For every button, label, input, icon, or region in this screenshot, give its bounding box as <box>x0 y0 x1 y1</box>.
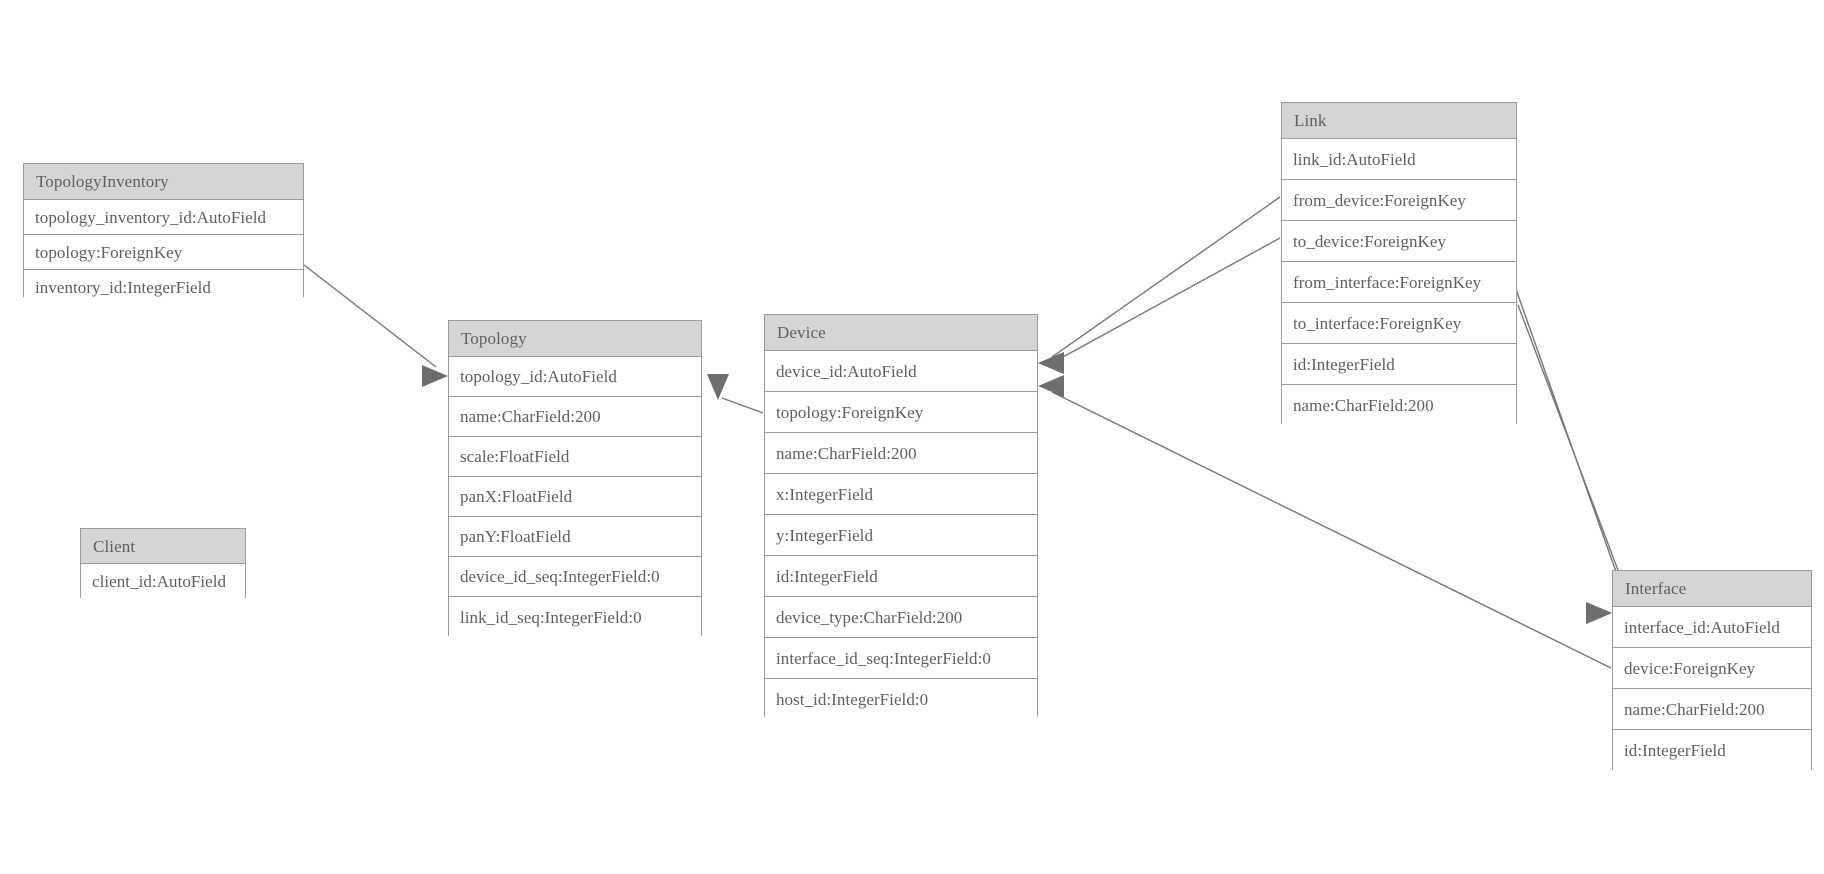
field-row: topology:ForeignKey <box>24 235 303 270</box>
relationship-line-topologyinventory-topology <box>303 264 437 368</box>
entity-title-client: Client <box>81 529 245 564</box>
relationship-arrow-link-from-interface <box>1586 602 1612 624</box>
field-row: y:IntegerField <box>765 515 1037 556</box>
relationship-line-interface-device <box>1051 391 1612 669</box>
field-row: device_id:AutoField <box>765 351 1037 392</box>
field-row: link_id:AutoField <box>1282 139 1516 180</box>
field-row: name:CharField:200 <box>765 433 1037 474</box>
field-row: from_device:ForeignKey <box>1282 180 1516 221</box>
field-row: to_device:ForeignKey <box>1282 221 1516 262</box>
field-row: device_type:CharField:200 <box>765 597 1037 638</box>
relationship-arrow-link-to-interface <box>1586 602 1612 624</box>
field-row: panY:FloatField <box>449 517 701 557</box>
field-row: inventory_id:IntegerField <box>24 270 303 305</box>
field-row: id:IntegerField <box>1613 730 1811 771</box>
field-row: topology_id:AutoField <box>449 357 701 397</box>
relationship-arrow-link-to-device <box>1038 352 1064 374</box>
entity-title-interface: Interface <box>1613 571 1811 607</box>
field-row: to_interface:ForeignKey <box>1282 303 1516 344</box>
relationship-line-link-to-interface <box>1517 304 1631 603</box>
field-row: panX:FloatField <box>449 477 701 517</box>
field-row: name:CharField:200 <box>1613 689 1811 730</box>
field-row: interface_id:AutoField <box>1613 607 1811 648</box>
entity-title-link: Link <box>1282 103 1516 139</box>
field-row: scale:FloatField <box>449 437 701 477</box>
relationship-arrow-link-from-device <box>1038 352 1064 374</box>
field-row: id:IntegerField <box>765 556 1037 597</box>
relationship-arrow-interface-device <box>1038 375 1064 397</box>
field-row: interface_id_seq:IntegerField:0 <box>765 638 1037 679</box>
field-row: client_id:AutoField <box>81 564 245 599</box>
field-row: from_interface:ForeignKey <box>1282 262 1516 303</box>
field-row: device_id_seq:IntegerField:0 <box>449 557 701 597</box>
relationship-line-link-to-device <box>1051 237 1281 364</box>
relationship-line-device-topology <box>721 397 764 414</box>
entity-title-topology_inventory: TopologyInventory <box>24 164 303 200</box>
field-row: name:CharField:200 <box>449 397 701 437</box>
entity-title-topology: Topology <box>449 321 701 357</box>
relationship-line-link-from-interface <box>1511 277 1627 601</box>
field-row: host_id:IntegerField:0 <box>765 679 1037 720</box>
field-row: link_id_seq:IntegerField:0 <box>449 597 701 637</box>
field-row: device:ForeignKey <box>1613 648 1811 689</box>
field-row: name:CharField:200 <box>1282 385 1516 426</box>
relationship-line-link-from-device <box>1051 196 1281 358</box>
relationship-arrow-device-topology <box>707 374 729 400</box>
field-row: id:IntegerField <box>1282 344 1516 385</box>
relationship-arrow-topologyinventory-topology <box>422 365 448 387</box>
field-row: x:IntegerField <box>765 474 1037 515</box>
field-row: topology_inventory_id:AutoField <box>24 200 303 235</box>
field-row: topology:ForeignKey <box>765 392 1037 433</box>
entity-title-device: Device <box>765 315 1037 351</box>
